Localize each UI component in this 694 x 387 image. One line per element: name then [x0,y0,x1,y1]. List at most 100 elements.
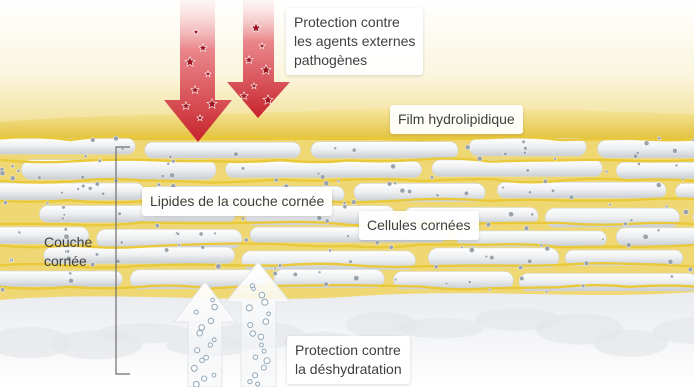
label-couche-cornee: Couche cornée [44,233,92,271]
water-particle [194,310,198,314]
corneocyte [145,142,301,157]
lipid-bead [668,259,673,264]
corneocyte [0,183,144,200]
water-particle [212,304,218,310]
water-particle [263,319,269,325]
label-protection-agents: Protection contre les agents externes pa… [286,8,423,75]
lipid-bead [637,162,640,165]
lipid-bead [445,282,448,285]
lipid-bead [551,189,555,193]
lipid-bead [540,244,543,247]
lipid-bead [61,191,64,194]
lipid-bead [325,219,329,223]
lipid-bead [394,278,397,281]
lipid-bead [273,271,278,276]
lipid-bead [387,181,392,186]
lipid-bead [155,224,159,228]
water-particle [267,312,271,316]
label-protection-agents-line2: les agents externes [294,32,415,51]
water-particle [200,358,205,363]
lipid-bead [69,272,72,275]
lipid-bead [69,278,74,283]
lipid-bead [630,219,633,222]
lipid-bead [177,233,180,236]
label-deshydratation-line2: la déshydratation [295,360,402,379]
lipid-bead [602,238,605,241]
lipid-bead [18,231,21,234]
lipid-bead [554,157,557,160]
lipid-bead [430,176,434,180]
water-particle [208,343,212,347]
label-deshydratation-line1: Protection contre [295,341,402,360]
lipid-bead [37,176,41,180]
lipid-bead [170,173,175,178]
lipid-bead [489,288,492,291]
lipid-bead [509,212,514,217]
water-particle [256,382,260,386]
lipid-bead [351,200,356,205]
lipid-bead [522,140,526,144]
lipid-bead [278,264,282,268]
lipid-bead [201,245,205,249]
label-protection-agents-line3: pathogènes [294,51,415,70]
lipid-bead [337,180,340,183]
lipid-bead [214,232,217,235]
lipid-bead [46,202,49,205]
label-cellules-text: Cellules cornées [367,216,471,235]
lipid-bead [3,201,7,205]
lipid-bead [658,137,661,140]
water-particle [258,334,264,340]
water-particle [211,298,215,302]
label-lipides: Lipides de la couche cornée [142,187,332,216]
lipid-bead [88,186,92,190]
lipid-bead [81,175,85,179]
lipid-bead [670,275,673,278]
water-particle [260,343,264,347]
lipid-bead [520,276,525,281]
water-particle [193,381,199,387]
lipid-bead [77,188,80,191]
lipid-bead [169,155,173,159]
lipid-bead [502,186,505,189]
water-particle [195,348,200,353]
lipid-bead [324,181,329,186]
lipid-bead [581,284,585,288]
lipid-bead [9,259,12,262]
lipid-bead [436,194,439,197]
lipid-bead [528,259,533,264]
water-particle [250,331,255,336]
lipid-bead [343,201,346,204]
lipid-bead [375,241,379,245]
lipid-bead [477,156,482,161]
lipid-bead [98,159,102,163]
lipid-bead [0,288,4,292]
label-protection-deshydratation: Protection contre la déshydratation [287,336,410,384]
lipid-bead [95,182,99,186]
lipid-bead [91,138,96,143]
lipid-bead [490,255,495,260]
lipid-bead [543,179,547,183]
water-particle [252,287,256,291]
lipid-bead [468,281,471,284]
water-particle [264,358,270,364]
lipid-bead [683,209,688,214]
water-particle [253,355,257,359]
lipid-bead [64,228,68,232]
water-particle [212,338,216,342]
water-particle [202,376,207,381]
corneocyte [0,271,122,286]
lipid-bead [171,159,175,163]
lipid-bead [216,264,221,269]
lipid-bead [569,195,574,200]
water-particle [199,325,205,331]
lipid-bead [84,155,87,158]
lipid-bead [62,206,66,210]
water-particle [208,318,213,323]
lipid-bead [61,217,64,220]
lipid-bead [609,203,612,206]
lipid-bead [241,217,244,220]
corneocyte [497,182,666,198]
lipid-bead [605,170,608,173]
lipid-bead [343,205,347,209]
label-film-text: Film hydrolipidique [398,110,515,129]
